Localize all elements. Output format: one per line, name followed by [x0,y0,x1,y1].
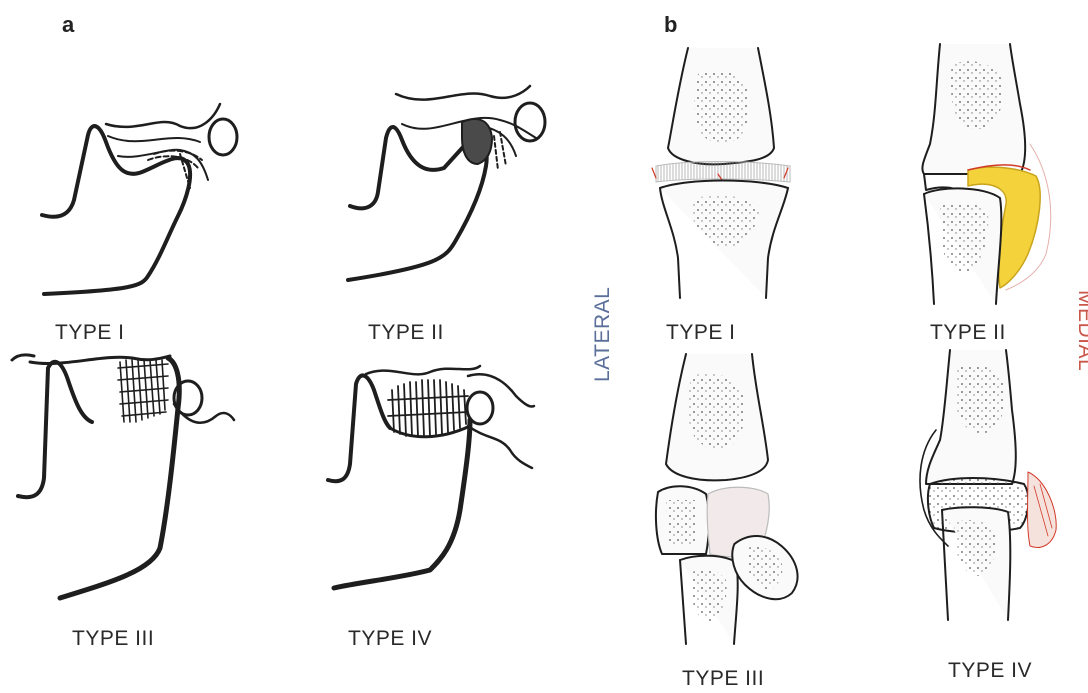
panel-b-type2-label: TYPE II [930,322,1006,343]
panel-a-type1-label: TYPE I [55,322,125,343]
panel-a-type3-label: TYPE III [72,628,154,649]
panel-a-type2-label: TYPE II [368,322,444,343]
lateral-label: LATERAL [592,287,613,382]
panel-b-type2-illustration [910,44,1070,304]
panel-a-type1-illustration [30,90,270,310]
panel-b-type4-label: TYPE IV [948,660,1032,681]
panel-a-type2-illustration [340,80,580,300]
medial-label: MEDIAL [1075,290,1088,371]
panel-a-letter: a [62,14,74,36]
panel-a-type3-illustration [12,348,262,608]
panel-a-type4-illustration [320,360,570,620]
panel-b-type3-illustration [636,354,816,644]
panel-b-letter: b [664,14,677,36]
panel-b-type4-illustration [912,350,1072,620]
panel-b-type1-label: TYPE I [666,322,736,343]
panel-b-type3-label: TYPE III [682,668,764,689]
panel-a-type4-label: TYPE IV [348,628,432,649]
panel-b-type1-illustration [648,48,798,298]
